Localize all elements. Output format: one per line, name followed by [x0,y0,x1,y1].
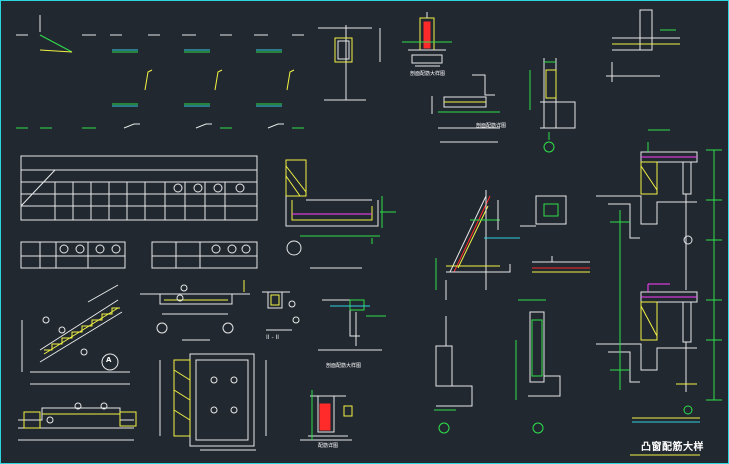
bay-window-detail [596,129,722,456]
canopy-slab-detail [285,159,396,269]
caption-wall-joint: 剖面配筋大样图 [326,363,362,369]
stair-plan-table [20,155,258,221]
floor-plan-grid [159,353,267,451]
drawing-title: 凸窗配筋大样 [641,442,704,453]
section-II-detail [262,291,300,331]
stair-section-elevation [21,284,130,385]
landing-beam-detail [140,280,250,341]
column-plan-square [520,195,567,227]
caption-step-footing: 剖面配筋详图 [476,123,507,129]
rebar-sketch-grid [16,15,304,129]
bar-schedule-left [20,241,126,269]
column-section-detail [318,25,381,101]
bar-schedule-right [151,241,258,269]
diagonal-stair-section [435,190,520,300]
lower-wall-detail-left [434,316,473,434]
footing-detail-top [402,12,452,67]
stair-marker-label: A [106,356,112,364]
small-footing-red [532,256,590,273]
beam-red-detail [300,390,353,441]
caption-beam-red: 配筋详图 [318,443,339,449]
wall-joint-detail [318,299,386,351]
caption-footing-top: 剖面配筋大样图 [410,71,446,77]
slab-edge-detail [606,9,680,82]
step-footing-detail [431,74,500,143]
section-label: II - II [266,334,280,341]
wall-section-detail [529,58,576,153]
lower-wall-detail-right [515,299,561,434]
stair-plan-bottom [18,402,137,441]
